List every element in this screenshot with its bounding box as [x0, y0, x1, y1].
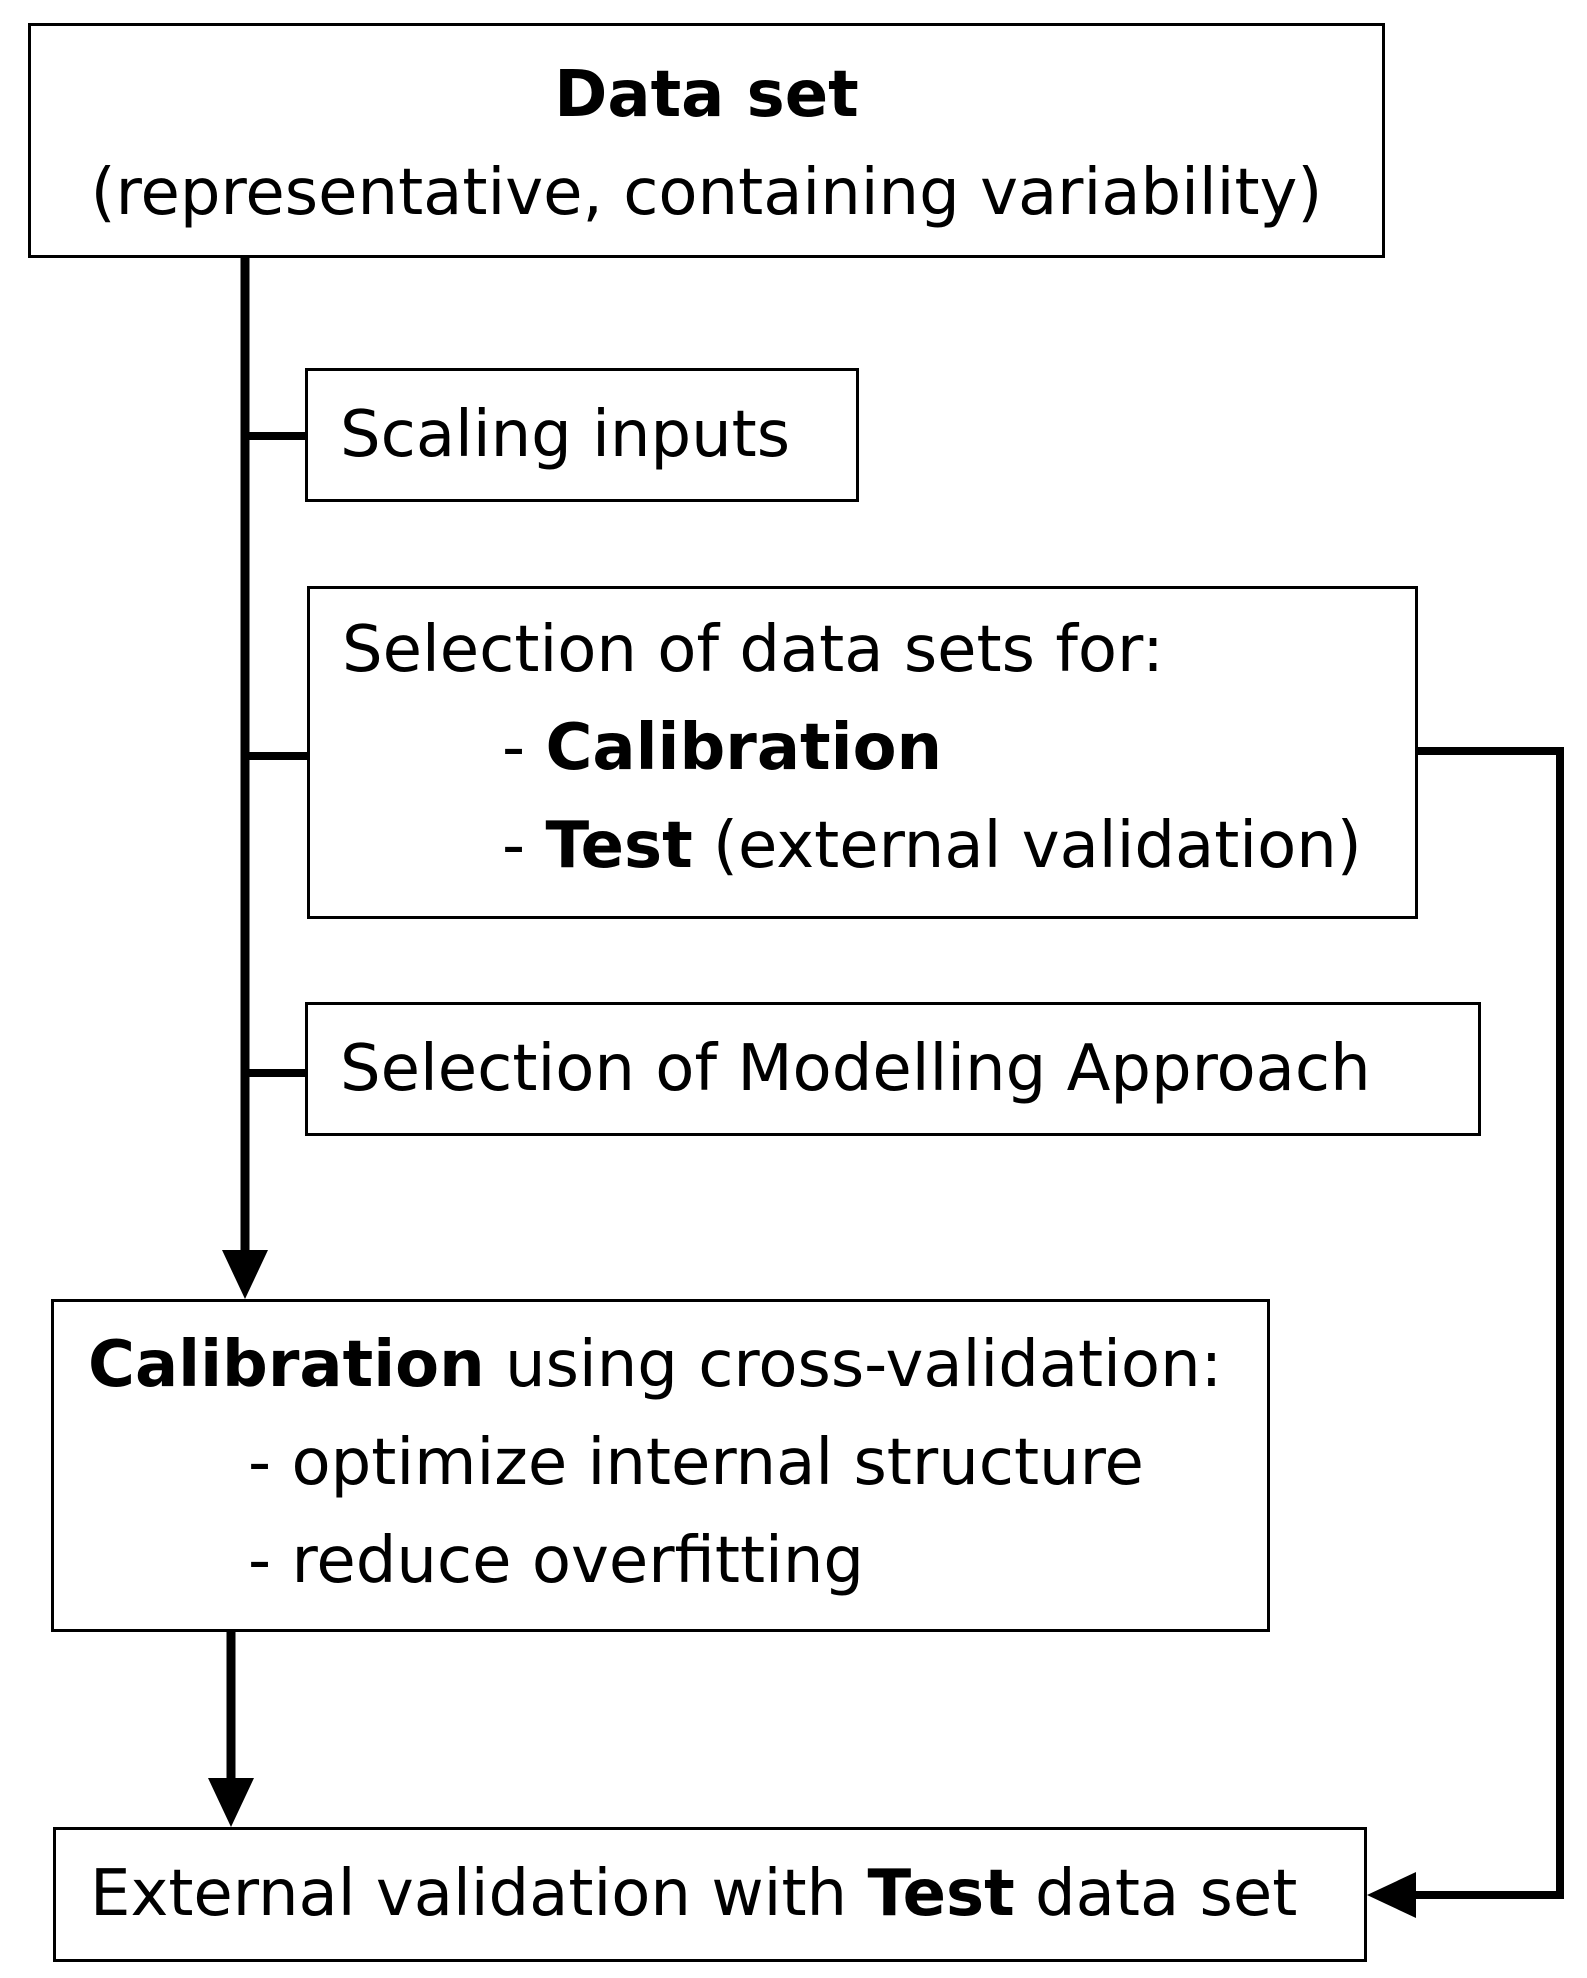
test-route-arrowhead	[1367, 1872, 1416, 1918]
selection-dash-2: -	[502, 809, 546, 883]
selection-heading: Selection of data sets for:	[342, 613, 1164, 687]
selection-of-data-sets-box: Selection of data sets for: - Calibratio…	[307, 586, 1418, 919]
selection-test-description: (external validation)	[692, 809, 1362, 883]
calibration-item-overfitting: - reduce overfitting	[248, 1524, 864, 1598]
modelling-approach-box: Selection of Modelling Approach	[305, 1002, 1481, 1136]
selection-test-label: Test	[545, 809, 693, 883]
scaling-inputs-box: Scaling inputs	[305, 368, 859, 502]
calibration-heading: Calibration using cross-validation:	[88, 1316, 1267, 1414]
external-validation-test: Test	[867, 1857, 1015, 1931]
external-validation-label: External validation with Test data set	[90, 1857, 1297, 1931]
test-route-line	[1412, 747, 1564, 1899]
selection-dash-1: -	[502, 711, 546, 785]
selection-item-calibration: - Calibration	[342, 699, 1415, 797]
data-set-subtitle: (representative, containing variability)	[90, 156, 1323, 230]
external-validation-box: External validation with Test data set	[53, 1827, 1367, 1962]
trunk-arrowhead	[222, 1250, 268, 1299]
selection-item-test: - Test (external validation)	[342, 797, 1415, 895]
calibration-item-optimize: - optimize internal structure	[248, 1426, 1144, 1500]
external-validation-post: data set	[1014, 1857, 1298, 1931]
calibration-box: Calibration using cross-validation: - op…	[51, 1299, 1270, 1632]
data-set-title: Data set	[554, 58, 859, 132]
modelling-approach-label: Selection of Modelling Approach	[340, 1032, 1371, 1106]
data-set-box: Data set (representative, containing var…	[28, 23, 1385, 258]
calibration-heading-rest: using cross-validation:	[484, 1328, 1223, 1402]
selection-calibration-label: Calibration	[545, 711, 943, 785]
calibration-heading-bold: Calibration	[88, 1328, 485, 1402]
scaling-inputs-label: Scaling inputs	[340, 398, 791, 472]
external-validation-pre: External validation with	[90, 1857, 868, 1931]
calibration-arrowhead	[208, 1778, 254, 1827]
